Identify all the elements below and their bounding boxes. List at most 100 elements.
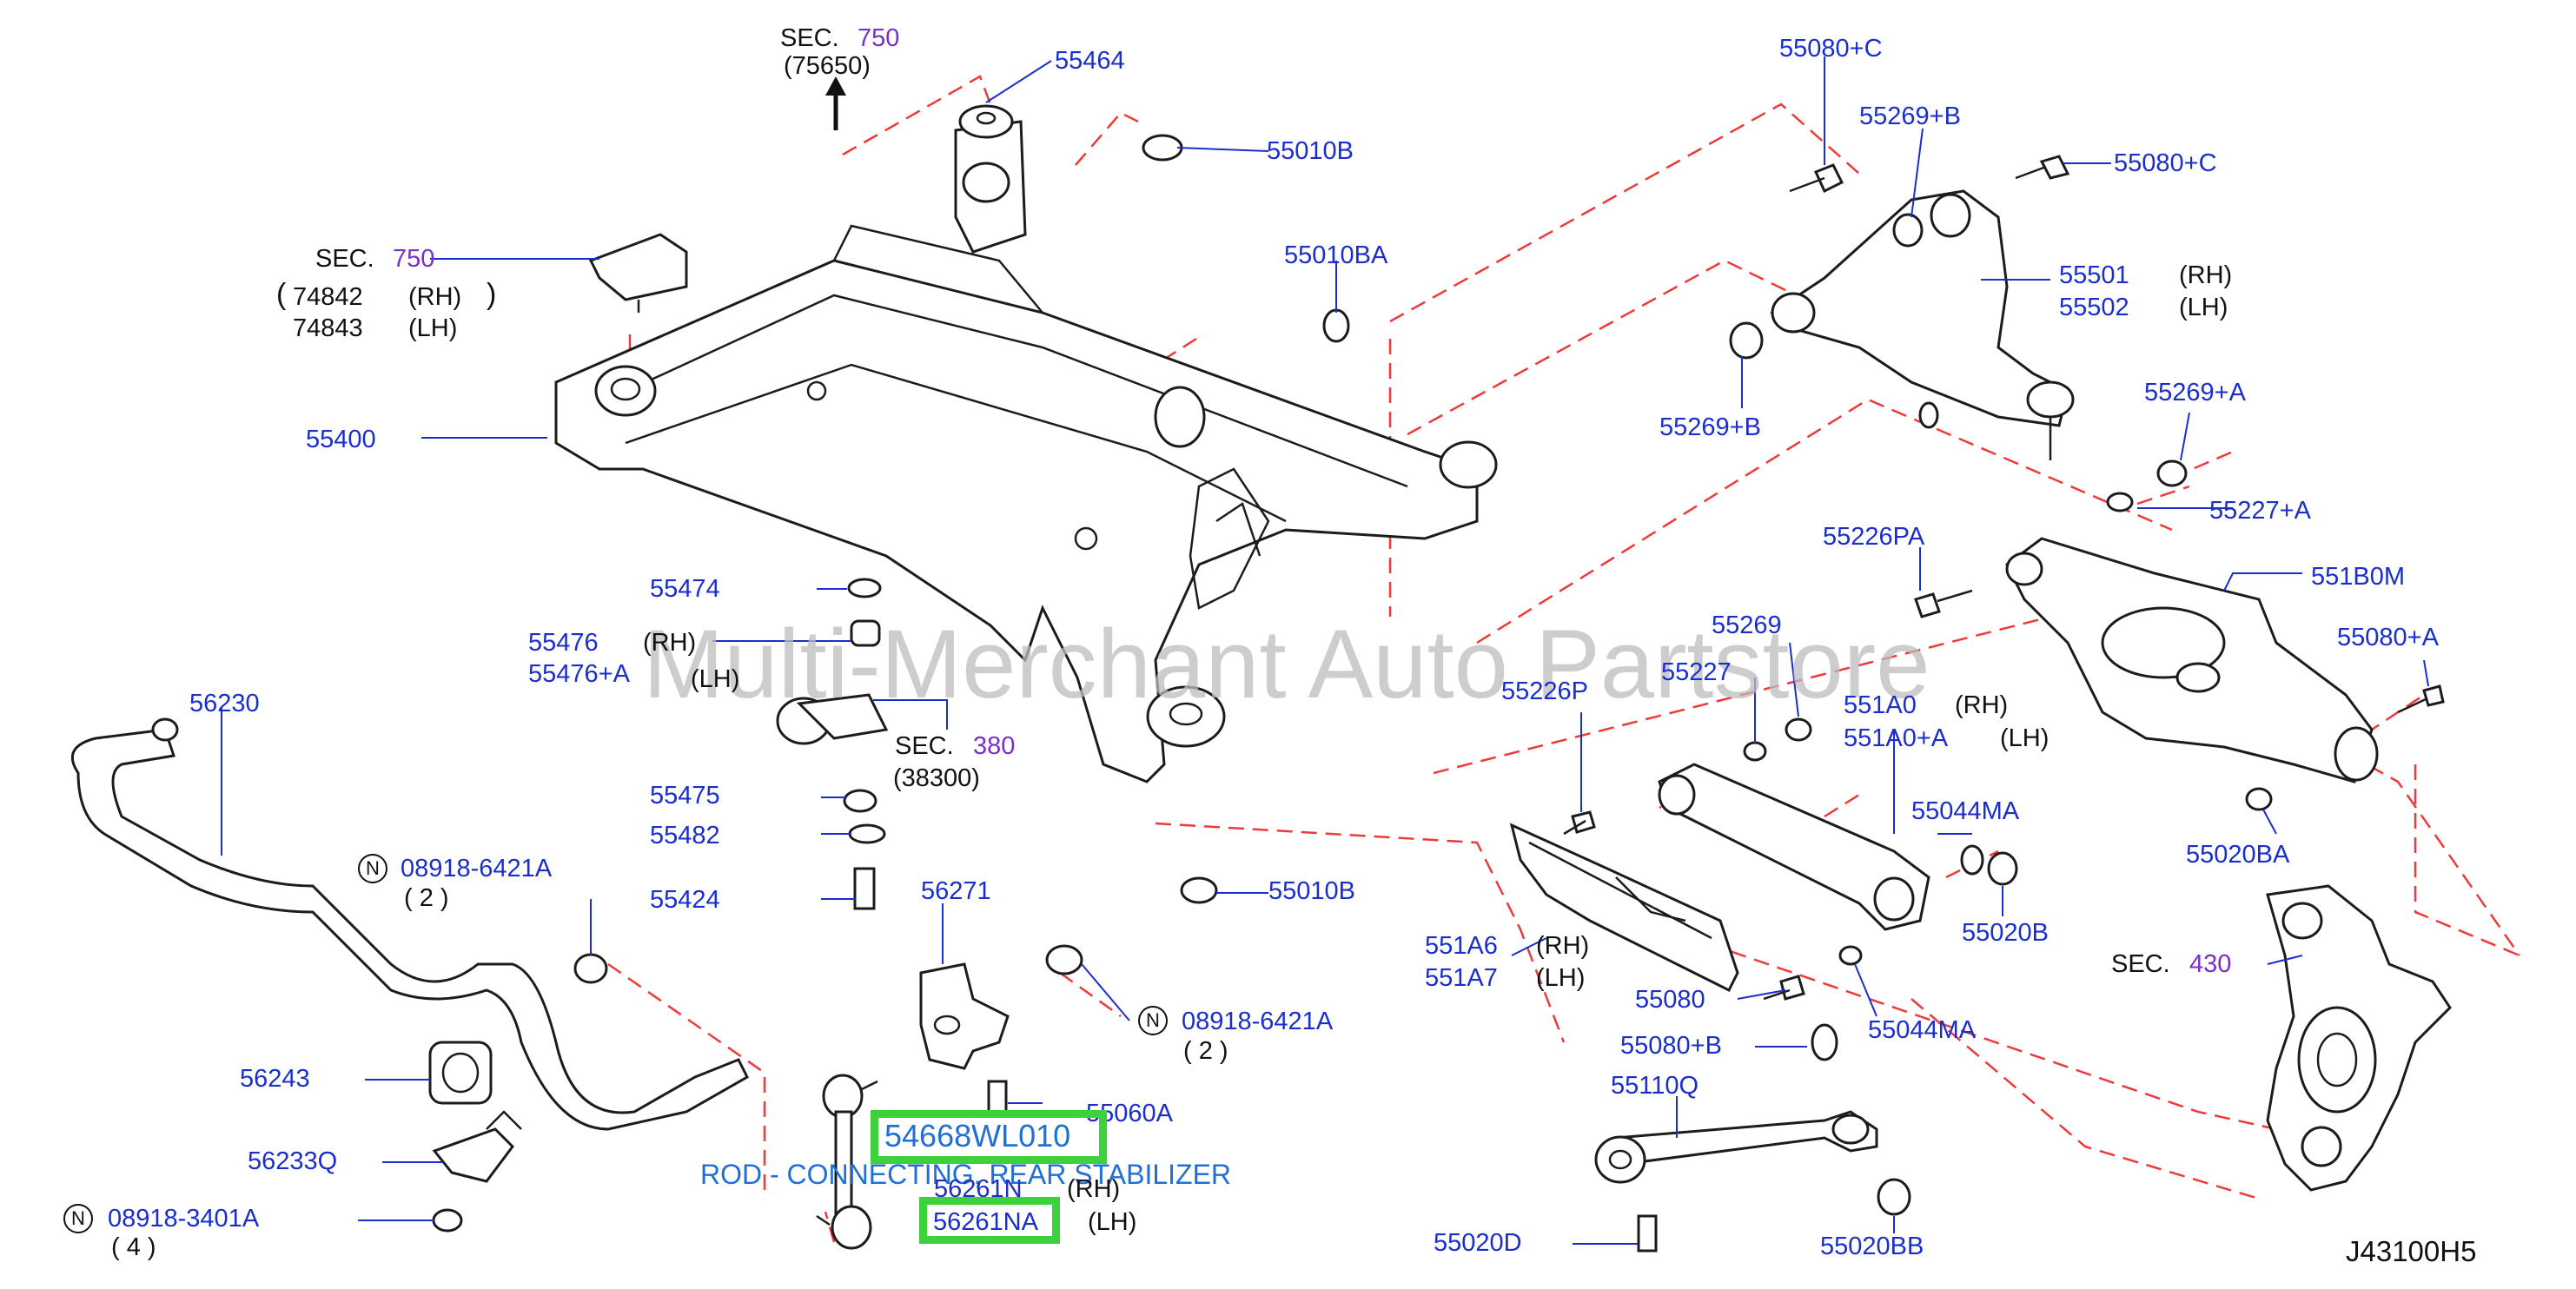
part-55501[interactable]: 55501 [2059, 261, 2129, 289]
part-55424[interactable]: 55424 [650, 886, 720, 914]
part-55269B-a[interactable]: 55269+B [1859, 102, 1961, 130]
part-55010BA[interactable]: 55010BA [1284, 241, 1388, 269]
stabilizer-bushing [428, 1041, 522, 1233]
part-55020D[interactable]: 55020D [1434, 1229, 1522, 1257]
section-arrow [825, 76, 846, 130]
qty-2-a: ( 2 ) [404, 884, 449, 912]
tie-rod [1594, 1023, 1911, 1253]
highlight-box-alt [919, 1197, 1060, 1244]
sec750-left-num[interactable]: 750 [393, 245, 435, 273]
part-55227A[interactable]: 55227+A [2209, 497, 2311, 525]
sec430-prefix: SEC. [2111, 950, 2170, 978]
leader-lines [221, 56, 2429, 1245]
paren-close: ) [487, 278, 497, 311]
part-55464[interactable]: 55464 [1055, 47, 1125, 75]
sec750-top-prefix: SEC. [780, 24, 839, 52]
part-55482[interactable]: 55482 [650, 822, 720, 849]
part-08918-6421A-a[interactable]: 08918-6421A [401, 855, 553, 882]
part-55020B[interactable]: 55020B [1962, 919, 2049, 947]
connecting-rod [816, 1074, 878, 1250]
toe-link [1509, 823, 2018, 1001]
part-55269B-b[interactable]: 55269+B [1659, 413, 1761, 441]
part-55269A[interactable]: 55269+A [2144, 379, 2246, 407]
part-551A0[interactable]: 551A0 [1844, 691, 1917, 719]
part-55044MA-a[interactable]: 55044MA [1911, 797, 2020, 825]
part-55502[interactable]: 55502 [2059, 294, 2129, 321]
rh-551A6: (RH) [1536, 932, 1590, 960]
part-74842[interactable]: 74842 [293, 283, 363, 311]
part-08918-3401A[interactable]: 08918-3401A [108, 1205, 260, 1233]
highlight-box-main [871, 1110, 1107, 1164]
n-mark-icon: N [1138, 1006, 1168, 1035]
diagram-id: J43100H5 [2346, 1235, 2477, 1267]
part-56261NA[interactable]: 56261NA [933, 1208, 1038, 1236]
upper-control-arm [1729, 155, 2075, 460]
part-55080C-b[interactable]: 55080+C [2114, 149, 2217, 177]
n-mark-icon: N [63, 1204, 93, 1233]
rear-knuckle [2266, 884, 2452, 1192]
stabilizer-bar [70, 717, 749, 1131]
lateral-link [1563, 717, 1930, 931]
part-55226PA[interactable]: 55226PA [1823, 523, 1925, 551]
part-551B0M[interactable]: 551B0M [2311, 563, 2406, 591]
link-bracket [573, 944, 1083, 1118]
part-55474[interactable]: 55474 [650, 575, 720, 603]
lh-74843: (LH) [408, 314, 458, 342]
sec750-left-prefix: SEC. [315, 245, 374, 273]
sec380-ref: (38300) [893, 764, 980, 792]
part-55080[interactable]: 55080 [1635, 986, 1705, 1014]
part-55475[interactable]: 55475 [650, 782, 720, 810]
part-55080A[interactable]: 55080+A [2337, 624, 2439, 651]
rh-56261N: (RH) [1067, 1175, 1121, 1203]
sec380-num[interactable]: 380 [973, 732, 1016, 760]
part-55020BB[interactable]: 55020BB [1820, 1233, 1924, 1260]
part-55476A[interactable]: 55476+A [528, 660, 630, 688]
n-mark-icon: N [358, 854, 387, 883]
part-56271[interactable]: 56271 [921, 877, 991, 905]
sec380-prefix: SEC. [895, 732, 954, 760]
part-74843[interactable]: 74843 [293, 314, 363, 342]
rh-551A0: (RH) [1955, 691, 2009, 719]
part-56230[interactable]: 56230 [189, 690, 260, 717]
part-551A0A[interactable]: 551A0+A [1844, 724, 1949, 752]
lh-551A0A: (LH) [2000, 724, 2050, 752]
lh-55502: (LH) [2179, 294, 2228, 321]
lh-56261NA: (LH) [1088, 1208, 1137, 1236]
lh-55476: (LH) [691, 665, 740, 693]
paren-open: ( [276, 278, 287, 311]
part-551A6[interactable]: 551A6 [1425, 932, 1498, 960]
rear-subframe [554, 120, 1498, 783]
part-55020BA[interactable]: 55020BA [2186, 841, 2290, 869]
rh-74842: (RH) [408, 283, 462, 311]
part-55044MA-b[interactable]: 55044MA [1868, 1016, 1977, 1044]
part-56233Q[interactable]: 56233Q [248, 1147, 338, 1175]
part-55227[interactable]: 55227 [1661, 658, 1732, 686]
part-08918-6421A-b[interactable]: 08918-6421A [1182, 1008, 1334, 1035]
part-56243[interactable]: 56243 [240, 1065, 310, 1093]
part-55400[interactable]: 55400 [306, 426, 376, 453]
part-55010B-top[interactable]: 55010B [1267, 137, 1354, 165]
highlight-part-number[interactable]: 54668WL010 [884, 1118, 1071, 1153]
lower-control-arm [1914, 459, 2445, 811]
sec750-top-num[interactable]: 750 [858, 24, 900, 52]
top-hardware [588, 104, 1350, 343]
part-55010B-bottom[interactable]: 55010B [1268, 877, 1355, 905]
qty-2-b: ( 2 ) [1183, 1037, 1228, 1065]
sec750-top-ref: (75650) [784, 52, 871, 80]
lh-551A7: (LH) [1536, 964, 1586, 992]
rh-55501: (RH) [2179, 261, 2233, 289]
highlight-description: ROD - CONNECTING, REAR STABILIZER [700, 1159, 1232, 1190]
watermark: Multi-Merchant Auto Partstore [643, 610, 1930, 718]
rh-55476: (RH) [643, 629, 697, 657]
sec430-num[interactable]: 430 [2189, 950, 2232, 978]
part-551A7[interactable]: 551A7 [1425, 964, 1498, 992]
qty-4: ( 4 ) [111, 1233, 156, 1261]
part-55080B[interactable]: 55080+B [1620, 1032, 1722, 1060]
part-55476[interactable]: 55476 [528, 629, 599, 657]
part-55080C-a[interactable]: 55080+C [1779, 35, 1883, 63]
part-55269[interactable]: 55269 [1712, 611, 1782, 639]
part-55226P[interactable]: 55226P [1501, 678, 1588, 705]
part-55110Q[interactable]: 55110Q [1611, 1072, 1699, 1100]
